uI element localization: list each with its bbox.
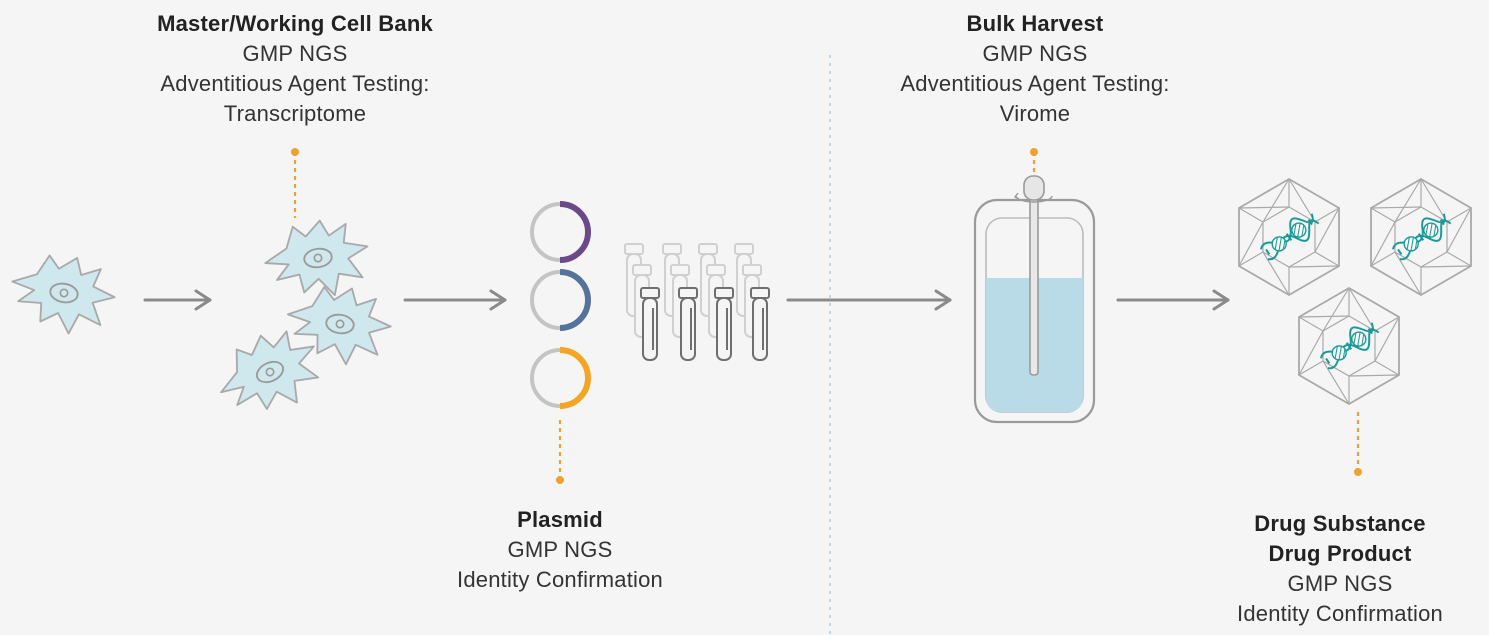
arrow-3 <box>786 289 952 311</box>
plasmid-title: Plasmid <box>517 507 603 532</box>
drug-substance-title: Drug Substance <box>1254 511 1426 536</box>
plasmid-line-2: Identity Confirmation <box>457 567 663 592</box>
bulk-harvest-label: Bulk Harvest GMP NGS Adventitious Agent … <box>835 9 1235 129</box>
drug-line-2: Identity Confirmation <box>1237 601 1443 626</box>
bioreactor-icon <box>973 175 1096 424</box>
bulk-harvest-title: Bulk Harvest <box>966 11 1104 36</box>
vial-icon <box>624 243 770 361</box>
plasmid-label: Plasmid GMP NGS Identity Confirmation <box>360 505 760 595</box>
bulk-harvest-line-1: GMP NGS <box>982 41 1088 66</box>
bulk-harvest-line-2: Adventitious Agent Testing: <box>900 71 1170 96</box>
cell-bank-line-3: Transcriptome <box>223 101 367 126</box>
plasmid-connector <box>556 420 564 484</box>
virus-capsid-icon <box>1238 178 1472 405</box>
plasmid-line-1: GMP NGS <box>507 537 613 562</box>
cell-bank-line-2: Adventitious Agent Testing: <box>160 71 430 96</box>
cell-bank-connector <box>291 148 299 218</box>
drug-product-title: Drug Product <box>1268 541 1412 566</box>
cell-icon <box>4 213 397 431</box>
arrow-4 <box>1116 289 1230 311</box>
bulk-harvest-connector <box>1030 148 1038 178</box>
arrow-1 <box>143 289 212 311</box>
cell-bank-title: Master/Working Cell Bank <box>157 11 433 36</box>
cell-bank-line-1: GMP NGS <box>242 41 348 66</box>
cell-bank-label: Master/Working Cell Bank GMP NGS Adventi… <box>95 9 495 129</box>
bulk-harvest-line-3: Virome <box>999 101 1071 126</box>
drug-label: Drug Substance Drug Product GMP NGS Iden… <box>1170 509 1489 629</box>
arrow-2 <box>403 289 507 311</box>
drug-connector <box>1354 412 1362 476</box>
plasmid-icon <box>530 201 591 409</box>
drug-line-1: GMP NGS <box>1287 571 1393 596</box>
